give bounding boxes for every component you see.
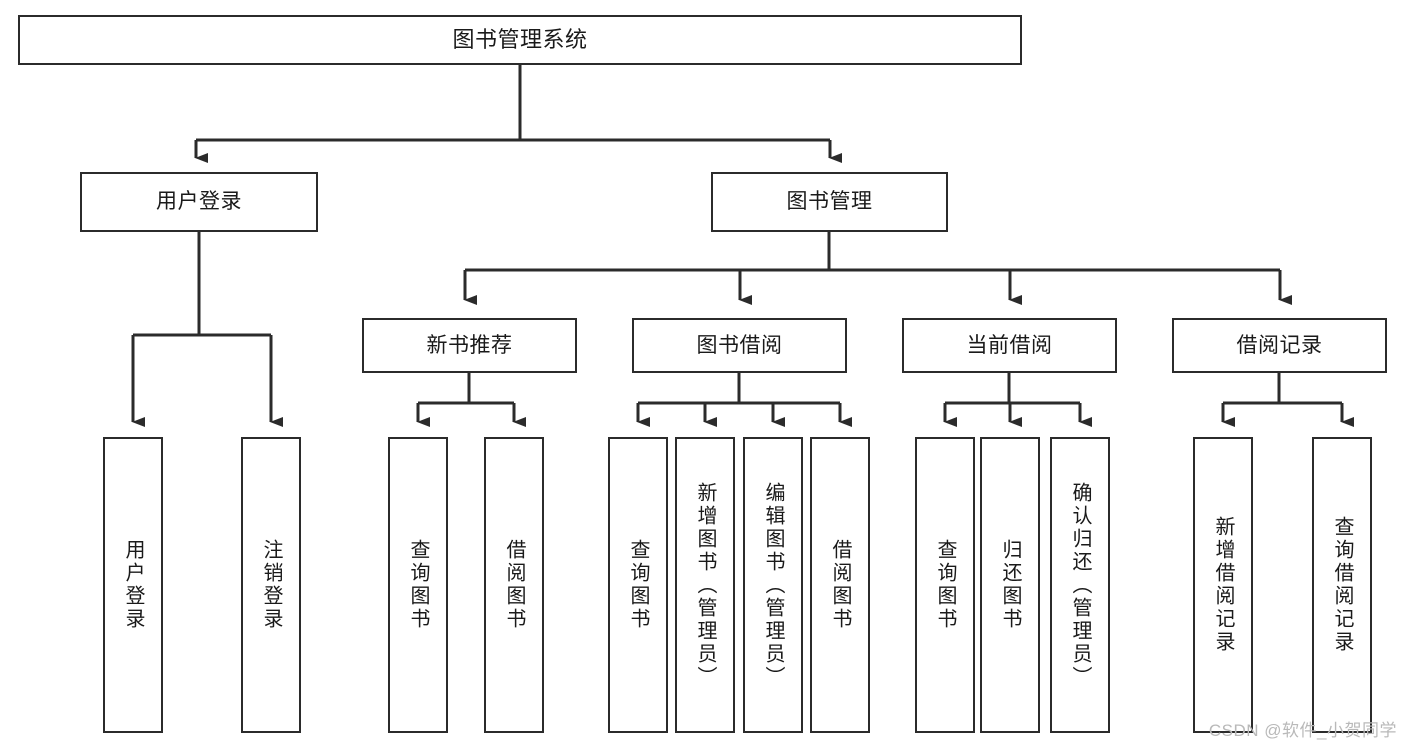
node-label: 查询图书 [407,539,429,631]
leaf-user-login-logout[interactable]: 注销登录 [241,437,301,733]
node-label: 确认归还（管理员） [1069,481,1091,689]
node-current-borrow[interactable]: 当前借阅 [902,318,1117,373]
leaf-record-query-record[interactable]: 查询借阅记录 [1312,437,1372,733]
leaf-borrow-borrow-book[interactable]: 借阅图书 [810,437,870,733]
node-label: 新增图书（管理员） [694,481,716,689]
node-label: 查询借阅记录 [1331,516,1353,654]
node-label: 借阅图书 [829,539,851,631]
node-label: 图书管理系统 [452,26,588,52]
leaf-borrow-edit-book[interactable]: 编辑图书（管理员） [743,437,803,733]
node-label: 借阅图书 [503,539,525,631]
node-label: 借阅记录 [1236,333,1323,357]
node-new-book-recommend[interactable]: 新书推荐 [362,318,577,373]
node-book-management[interactable]: 图书管理 [711,172,948,232]
leaf-current-query-book[interactable]: 查询图书 [915,437,975,733]
node-borrow-record[interactable]: 借阅记录 [1172,318,1387,373]
node-label: 用户登录 [122,539,144,631]
leaf-borrow-add-book[interactable]: 新增图书（管理员） [675,437,735,733]
leaf-borrow-query-book[interactable]: 查询图书 [608,437,668,733]
node-user-login[interactable]: 用户登录 [80,172,318,232]
node-label: 用户登录 [156,190,242,214]
node-label: 注销登录 [260,539,282,631]
node-label: 查询图书 [934,539,956,631]
leaf-record-add-record[interactable]: 新增借阅记录 [1193,437,1253,733]
node-label: 图书管理 [786,190,873,214]
node-root-system[interactable]: 图书管理系统 [18,15,1022,65]
leaf-recommend-borrow-book[interactable]: 借阅图书 [484,437,544,733]
leaf-user-login-login[interactable]: 用户登录 [103,437,163,733]
node-label: 图书借阅 [696,333,783,357]
node-label: 归还图书 [999,539,1021,631]
node-label: 查询图书 [627,539,649,631]
node-book-borrow[interactable]: 图书借阅 [632,318,847,373]
node-label: 当前借阅 [966,333,1053,357]
csdn-watermark: CSDN @软件_小贺同学 [1208,721,1397,740]
node-label: 新书推荐 [426,333,513,357]
leaf-recommend-query-book[interactable]: 查询图书 [388,437,448,733]
node-label: 编辑图书（管理员） [762,481,784,689]
node-label: 新增借阅记录 [1212,516,1234,654]
leaf-current-confirm-return[interactable]: 确认归还（管理员） [1050,437,1110,733]
leaf-current-return-book[interactable]: 归还图书 [980,437,1040,733]
